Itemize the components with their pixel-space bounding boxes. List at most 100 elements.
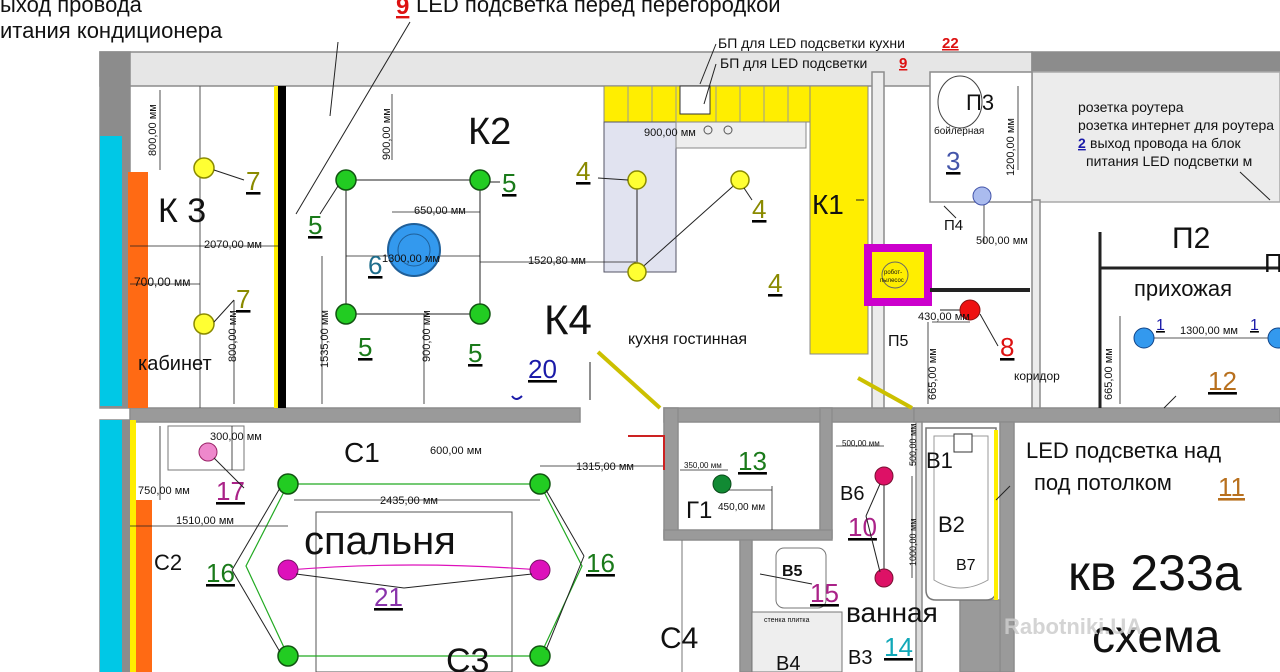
note-bp-kitchen-num: 22 <box>942 35 959 52</box>
dim-1200: 1200,00 мм <box>1005 118 1017 176</box>
dim-430: 430,00 мм <box>918 311 970 323</box>
room-bathroom: ванная <box>846 597 938 628</box>
toilet-area <box>751 611 843 672</box>
marker-13: 13 <box>738 446 767 476</box>
dim-800-b: 800,00 мм <box>227 310 239 362</box>
marker-16-a: 16 <box>206 558 235 588</box>
window-left-bottom <box>100 420 122 672</box>
note-ac-1: ыход провода <box>0 0 143 17</box>
sink-area <box>675 121 807 149</box>
room-cabinet: кабинет <box>138 353 212 375</box>
room-p4: П4 <box>944 217 963 234</box>
bedroom-magenta-wire <box>287 564 541 571</box>
partition-led-strip <box>274 86 278 408</box>
room-v5: В5 <box>782 563 803 580</box>
marker-5-d: 5 <box>468 338 482 368</box>
robot-label-1: робот- <box>884 270 902 276</box>
light-16-d <box>529 645 551 667</box>
marker-6: 6 <box>368 250 382 280</box>
boiler-tank <box>937 75 983 129</box>
c1-box <box>167 425 245 471</box>
light-4-c <box>627 262 647 282</box>
marker-1-a: 1 <box>1156 317 1165 334</box>
wall-bath-left <box>739 539 753 672</box>
note-bp-kitchen: БП для LED подсветки кухни <box>718 35 905 51</box>
marker-4-c: 4 <box>768 268 782 298</box>
marker-14: 14 <box>884 632 913 662</box>
light-6-inner <box>397 233 431 267</box>
marker-3: 3 <box>946 146 960 176</box>
note-led-ceiling-1: LED подсветка над <box>1026 438 1221 463</box>
sink-b5 <box>775 547 827 609</box>
note-bp-led-num: 9 <box>899 55 907 72</box>
watermark: Rabotniki.UA <box>1004 614 1142 639</box>
light-8 <box>959 299 981 321</box>
dim-1300-a: 1300,00 мм <box>382 253 440 265</box>
dim-665-b: 665,00 мм <box>1103 348 1115 400</box>
marker-arrows <box>213 169 999 653</box>
red-wire-g1 <box>628 435 665 470</box>
room-v6: В6 <box>840 483 864 505</box>
note-router-2: розетка интернет для роутера <box>1078 117 1274 133</box>
marker-1-b: 1 <box>1250 317 1259 334</box>
marker-4-b: 4 <box>752 194 766 224</box>
sink-knob <box>703 125 713 135</box>
doors <box>596 288 1030 410</box>
marker-21: 21 <box>374 582 403 612</box>
mid-wall-right <box>913 407 1280 423</box>
note-router-1: розетка роутера <box>1078 99 1184 115</box>
wall-g1-left <box>663 407 679 539</box>
room-bedroom: спальня <box>304 519 456 563</box>
dim-2070: 2070,00 мм <box>204 239 262 251</box>
wire-20 <box>511 395 523 400</box>
marker-numbers: 7 7 5 5 5 5 6 4 4 4 3 8 1 1 12 20 17 16 … <box>206 146 1259 662</box>
light-13 <box>712 474 732 494</box>
note-led9-text: LED подсветка перед перегородкой <box>416 0 781 17</box>
dim-500-a: 500,00 мм <box>976 235 1028 247</box>
note-router-4: питания LED подсветки м <box>1086 153 1252 169</box>
light-21-a <box>277 559 299 581</box>
light-3 <box>972 186 992 206</box>
mid-wall-center <box>663 407 915 423</box>
room-c1: С1 <box>344 437 380 468</box>
room-k4: К4 <box>544 296 592 343</box>
robot-label-2: пылесос <box>880 278 904 284</box>
marker-4-a: 4 <box>576 156 590 186</box>
marker-10: 10 <box>848 512 877 542</box>
dim-900-kitchen: 900,00 мм <box>644 127 696 139</box>
marker-5-c: 5 <box>358 332 372 362</box>
note-bp-led: БП для LED подсветки <box>720 55 867 71</box>
note-router-3: выход провода на блок <box>1090 135 1242 151</box>
note-router-num: 2 <box>1078 135 1086 151</box>
bed <box>315 511 513 672</box>
light-16-a <box>277 473 299 495</box>
window-left-top <box>100 136 122 406</box>
room-g1: Г1 <box>686 497 712 524</box>
room-k1: К1 <box>812 189 844 220</box>
apartment-subtitle: схема <box>1092 610 1221 662</box>
light-5-d <box>469 303 491 325</box>
light-6-chandelier <box>387 223 441 277</box>
led-strip-c2 <box>130 420 136 672</box>
room-v4: В4 <box>776 653 800 672</box>
room-k2: К2 <box>468 111 511 153</box>
light-10-a <box>874 466 894 486</box>
wall-bath-right <box>999 421 1015 672</box>
dim-900-a: 900,00 мм <box>381 108 393 160</box>
room-c3: С3 <box>446 642 489 672</box>
dim-650: 650,00 мм <box>414 205 466 217</box>
wall-bath-corner <box>959 599 1001 672</box>
radiator-c2 <box>136 500 152 672</box>
dim-500-b: 500,00 мм <box>842 439 880 448</box>
room-v1: В1 <box>926 448 953 473</box>
dim-300: 300,00 мм <box>210 431 262 443</box>
dim-450: 450,00 мм <box>718 502 765 513</box>
door-corridor <box>857 376 913 410</box>
wall-bath-inner <box>915 421 923 672</box>
dim-1535: 1535,00 мм <box>319 310 331 368</box>
dim-1300-b: 1300,00 мм <box>1180 325 1238 337</box>
note-led9-num: 9 <box>396 0 409 20</box>
light-5-c <box>335 303 357 325</box>
kitchen-column-k1 <box>809 85 869 355</box>
